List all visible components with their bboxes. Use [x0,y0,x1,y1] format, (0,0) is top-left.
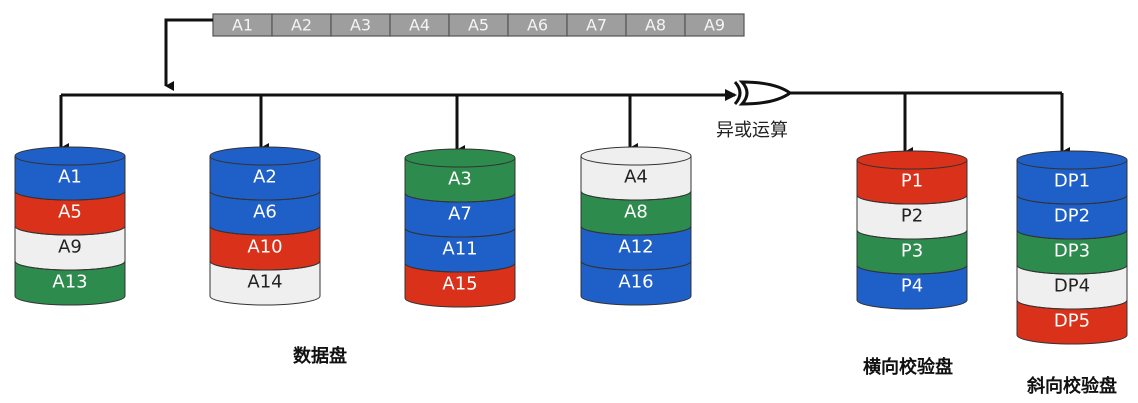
disk-segment-label: DP5 [1054,311,1090,332]
disk-top-cap [1016,150,1128,170]
strip-cell-label: A2 [291,16,312,35]
disk-separator [856,194,968,205]
disk-separator [14,190,126,201]
xor-label: 异或运算 [716,120,788,141]
strip-cell-label: A8 [645,16,666,35]
disk-segment-label: A12 [618,237,653,258]
disk-segment [14,260,126,306]
disk-segment-label: P3 [901,241,923,262]
disk-segment-label: A10 [247,237,282,258]
disk-segment-label: P1 [901,171,923,192]
disk-segment [209,260,321,306]
disk-separator [14,260,126,271]
disk-segment-label: DP2 [1054,206,1090,227]
disk-segment [404,262,516,308]
data-disks-label: 数据盘 [293,345,347,367]
disk-separator [209,260,321,271]
bus-lines [59,18,1070,157]
xor-gate-icon [738,80,793,106]
disk-separator [209,225,321,236]
disk-top-cap [856,150,968,170]
disk-segment-label: A11 [442,239,477,260]
strip-to-bus-line [164,18,213,91]
h-parity-label: 横向校验盘 [863,356,953,378]
disk-segment [580,260,692,306]
disk-separator [1016,229,1128,240]
disk-segment [1016,299,1128,345]
disk-top-cap [14,146,126,166]
strip-cell-label: A7 [586,16,607,35]
disk-separator [580,190,692,201]
strip-cell-label: A5 [468,16,489,35]
disk-separator [14,225,126,236]
strip-cell-label: A1 [232,16,253,35]
disk-separator [1016,264,1128,275]
disk-separator [580,225,692,236]
disk-segment-label: A15 [442,274,477,295]
disk-separator [404,192,516,203]
disk-separator [209,190,321,201]
disk-segment-label: A16 [618,272,653,293]
disk-segment-label: A1 [58,167,82,188]
d-parity-disk: DP5 DP4 DP3 DP2 DP1 [1016,150,1128,345]
disk-segment-label: P4 [901,276,923,297]
disk-segment-label: DP4 [1054,276,1090,297]
disk-top-cap [580,146,692,166]
strip-cell-label: A3 [350,16,371,35]
disk-top-cap [209,146,321,166]
disk-1: A13 A9 A5 A1 [14,146,126,306]
disk-segment-label: DP1 [1054,171,1090,192]
disk-segment-label: A8 [624,202,648,223]
disk-separator [404,227,516,238]
h-parity-disk: P4 P3 P2 P1 [856,150,968,310]
strip-cell [684,13,745,37]
disk-segment-label: A2 [253,167,277,188]
disk-segment-label: DP3 [1054,241,1090,262]
data-stripe-strip: A1 A2 A3 A4 A5 A6 A7 A8 A9 [212,13,745,37]
disk-separator [404,262,516,273]
disk-4: A16 A12 A8 A4 [580,146,692,306]
disk-2: A14 A10 A6 A2 [209,146,321,306]
disk-group: A13A9A5A1A14A10A6A2A15A11A7A3A16A12A8A4P… [14,146,1128,345]
disk-segment-label: A3 [448,169,472,190]
strip-cell-label: A4 [409,16,430,35]
disk-segment-label: A14 [247,272,282,293]
disk-segment-label: A6 [253,202,277,223]
disk-segment-label: A5 [58,202,82,223]
disk-separator [1016,194,1128,205]
disk-segment-label: A4 [624,167,648,188]
disk-segment-label: A13 [52,272,87,293]
disk-segment-label: A9 [58,237,82,258]
disk-separator [1016,299,1128,310]
strip-cell-label: A9 [704,16,725,35]
d-parity-label: 斜向校验盘 [1026,375,1117,397]
disk-separator [856,229,968,240]
disk-3: A15 A11 A7 A3 [404,148,516,308]
disk-segment-label: P2 [901,206,923,227]
disk-segment [856,264,968,310]
disk-separator [580,260,692,271]
xor-gate-input-arc [733,80,742,106]
disk-segment-label: A7 [448,204,472,225]
strip-cell-label: A6 [527,16,548,35]
disk-separator [856,264,968,275]
disk-top-cap [404,148,516,168]
